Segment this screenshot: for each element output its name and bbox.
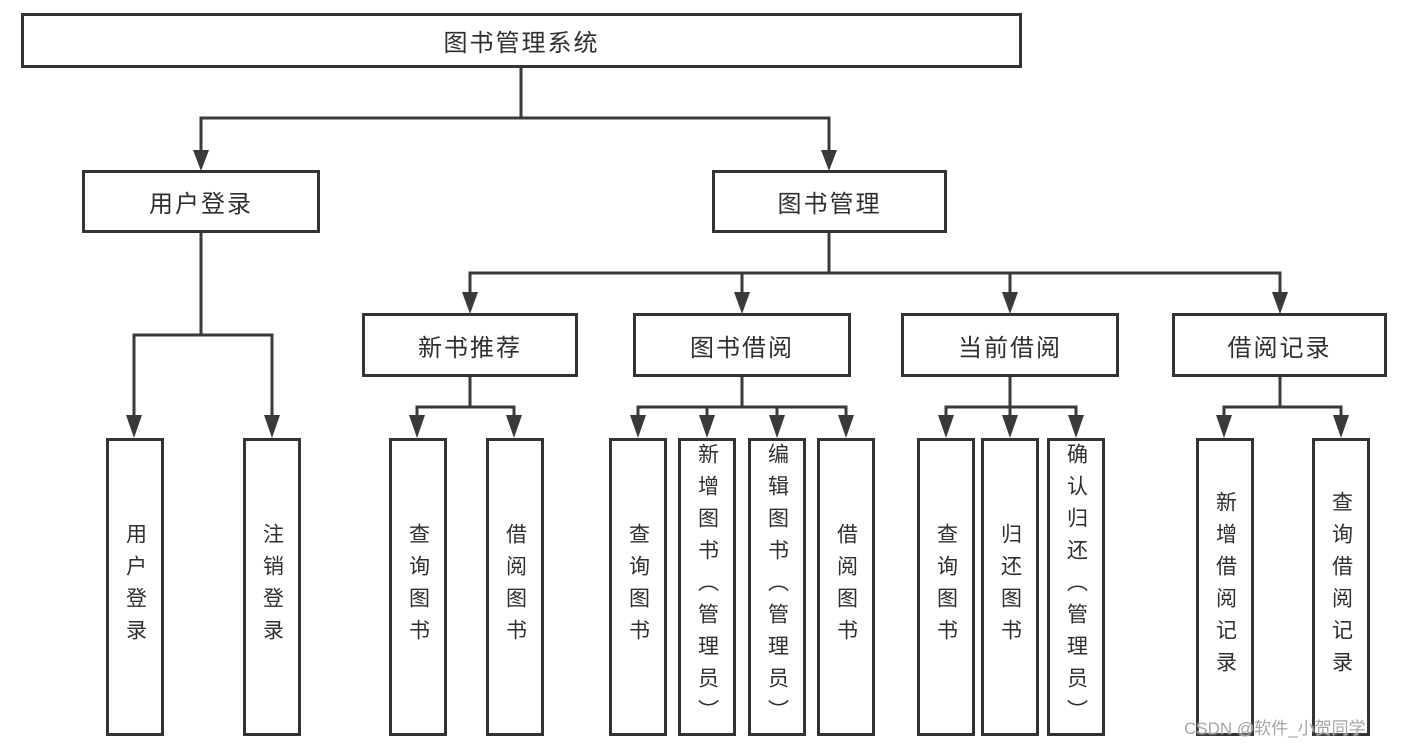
leaf-label: 归还图书 (998, 523, 1022, 651)
node-user-login: 用户登录 (82, 170, 320, 233)
leaf-borrow-borrow-books: 借阅图书 (817, 438, 875, 736)
leaf-borrow-edit-books-admin: 编辑图书（管理员） (748, 438, 806, 736)
csdn-watermark: CSDN @软件_小贺同学 (1184, 719, 1366, 738)
arrowhead-br-add (1216, 415, 1232, 438)
arrowhead-borrow (734, 292, 750, 314)
leaf-records-add-record: 新增借阅记录 (1196, 438, 1254, 736)
arrowhead-bb-edit (769, 415, 785, 438)
arrowhead-new-rec (462, 292, 478, 314)
leaf-label: 新增图书（管理员） (695, 443, 719, 731)
arrowhead-user-login (193, 150, 209, 171)
leaf-label: 编辑图书（管理员） (765, 443, 789, 731)
leaf-label: 查询借阅记录 (1329, 491, 1353, 683)
leaf-label: 注销登录 (260, 523, 284, 651)
node-root: 图书管理系统 (21, 13, 1022, 68)
leaf-borrow-query-books: 查询图书 (609, 438, 667, 736)
leaf-label: 确认归还（管理员） (1064, 443, 1088, 731)
arrowhead-leaf-user-login (126, 415, 142, 438)
leaf-recommend-borrow-books: 借阅图书 (486, 438, 544, 736)
node-borrow-records: 借阅记录 (1172, 313, 1387, 377)
leaf-label: 用户登录 (123, 523, 147, 651)
leaf-current-confirm-return-admin: 确认归还（管理员） (1047, 438, 1105, 736)
arrowhead-bb-borrow (838, 415, 854, 438)
arrowhead-bb-add (699, 415, 715, 438)
arrowhead-records (1272, 292, 1288, 314)
leaf-logout: 注销登录 (243, 438, 301, 736)
leaf-label: 新增借阅记录 (1213, 491, 1237, 683)
arrowhead-bb-query (630, 415, 646, 438)
node-book-borrow: 图书借阅 (633, 313, 851, 377)
leaf-records-query-record: 查询借阅记录 (1312, 438, 1370, 736)
node-new-book-recommend: 新书推荐 (362, 313, 578, 377)
leaf-label: 查询图书 (626, 523, 650, 651)
arrowhead-current (1002, 292, 1018, 314)
leaf-label: 借阅图书 (503, 523, 527, 651)
arrowhead-cb-return (1002, 415, 1018, 438)
leaf-user-login: 用户登录 (106, 438, 164, 736)
leaf-recommend-query-books: 查询图书 (389, 438, 447, 736)
leaf-label: 查询图书 (406, 523, 430, 651)
arrowhead-rec-borrow (506, 415, 522, 438)
arrowhead-book-mgmt (821, 150, 837, 171)
arrowhead-cb-confirm (1068, 415, 1084, 438)
arrowhead-rec-query (409, 415, 425, 438)
leaf-label: 借阅图书 (834, 523, 858, 651)
arrowhead-cb-query (938, 415, 954, 438)
leaf-label: 查询图书 (934, 523, 958, 651)
node-book-management: 图书管理 (712, 170, 947, 233)
leaf-current-return-books: 归还图书 (981, 438, 1039, 736)
arrowhead-leaf-logout (264, 415, 280, 438)
node-current-borrow: 当前借阅 (901, 313, 1119, 377)
leaf-current-query-books: 查询图书 (917, 438, 975, 736)
arrowhead-br-query (1333, 415, 1349, 438)
leaf-borrow-add-books-admin: 新增图书（管理员） (678, 438, 736, 736)
